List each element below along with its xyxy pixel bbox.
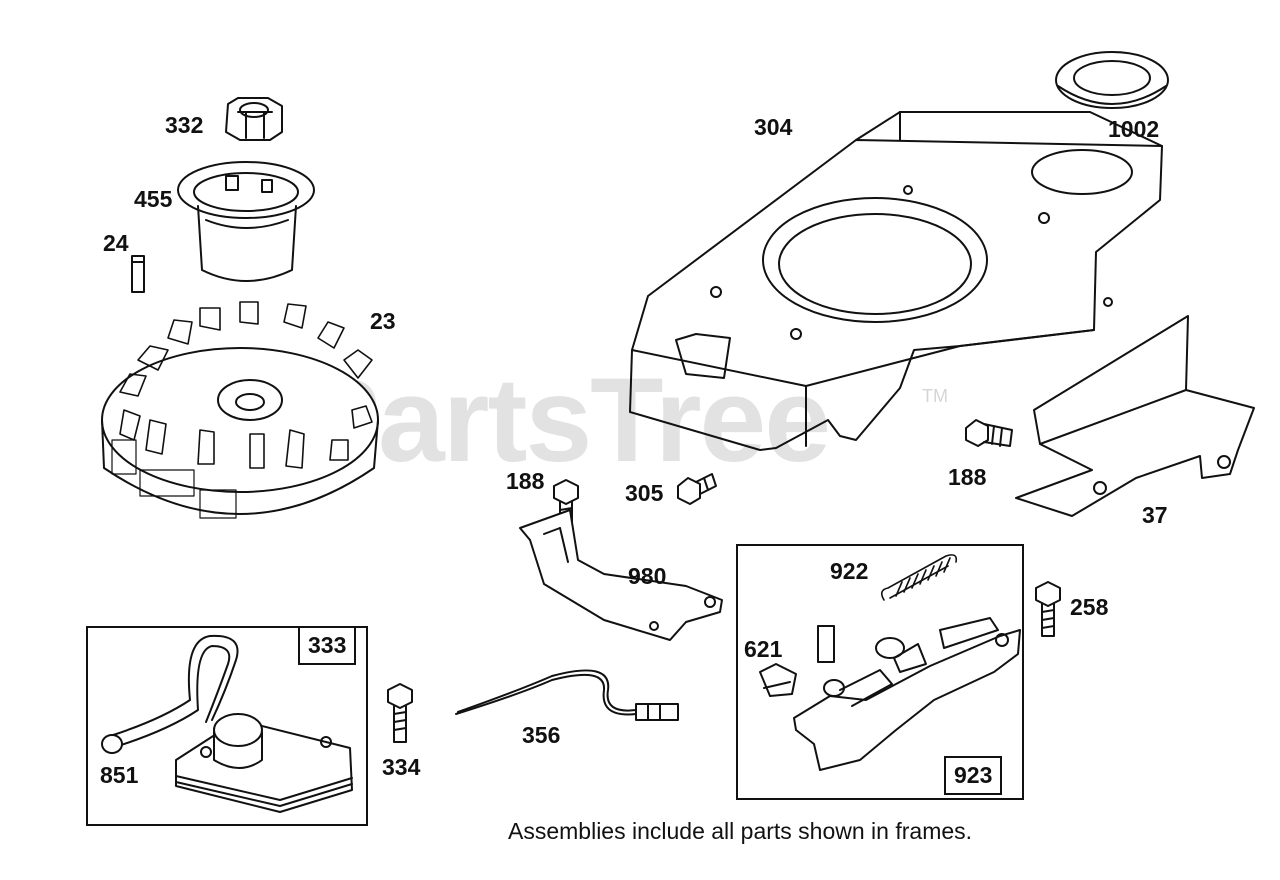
part-label-334: 334: [382, 754, 421, 780]
blower-housing-drawing: [629, 111, 1163, 451]
assembly-frame-923: [736, 544, 1024, 800]
part-label-332: 332: [165, 112, 204, 138]
part-label-188-left: 188: [506, 468, 545, 494]
grommet-drawing: [1055, 51, 1169, 109]
part-label-188-right: 188: [948, 464, 987, 490]
screw-188-right-drawing: [965, 419, 1013, 447]
watermark-tm: TM: [922, 386, 948, 406]
part-label-455: 455: [134, 186, 173, 212]
assembly-label-923: 923: [944, 756, 1003, 795]
assembly-footnote: Assemblies include all parts shown in fr…: [508, 818, 973, 844]
part-label-1002: 1002: [1108, 116, 1160, 142]
screw-305-drawing: [677, 473, 717, 505]
ignition-armature-drawing: [101, 634, 353, 813]
bracket-drawing: [519, 509, 723, 641]
baffle-drawing: [1015, 315, 1255, 517]
control-assembly-drawing: [759, 617, 1021, 771]
flywheel-drawing: [101, 301, 379, 519]
screw-258-drawing: [1035, 581, 1061, 637]
screw-334-drawing: [387, 683, 413, 743]
watermark: PartsTree: [300, 353, 831, 487]
part-label-356: 356: [522, 722, 561, 748]
cup-drawing: [177, 161, 315, 282]
part-label-304: 304: [754, 114, 793, 140]
part-label-23: 23: [370, 308, 396, 334]
assembly-label-333: 333: [298, 626, 357, 665]
part-label-922: 922: [830, 558, 869, 584]
part-label-851: 851: [100, 762, 139, 788]
part-label-258: 258: [1070, 594, 1109, 620]
ground-wire-drawing: [455, 669, 679, 721]
part-label-305: 305: [625, 480, 664, 506]
assembly-frame-333: [86, 626, 368, 826]
hex-nut-drawing: [225, 97, 283, 141]
part-label-621: 621: [744, 636, 783, 662]
part-label-37: 37: [1142, 502, 1168, 528]
key-drawing: [131, 255, 145, 293]
part-label-980: 980: [628, 563, 667, 589]
spring-drawing: [880, 554, 958, 601]
part-label-24: 24: [103, 230, 129, 256]
